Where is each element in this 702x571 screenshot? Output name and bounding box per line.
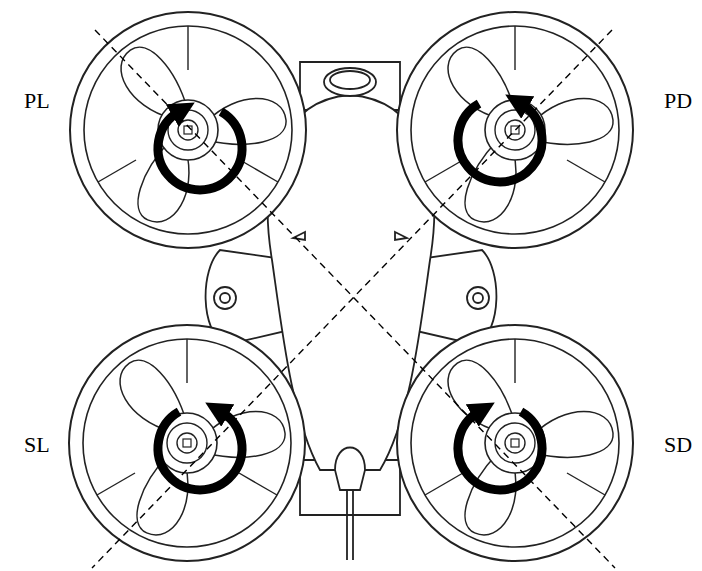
rotor-label: SL — [24, 434, 50, 456]
rotor-label: PL — [24, 90, 50, 112]
rotor-label: SD — [664, 434, 692, 456]
rotor-label: PD — [664, 90, 692, 112]
rotation-arrow — [158, 104, 542, 490]
diagonal-axis — [92, 30, 615, 568]
